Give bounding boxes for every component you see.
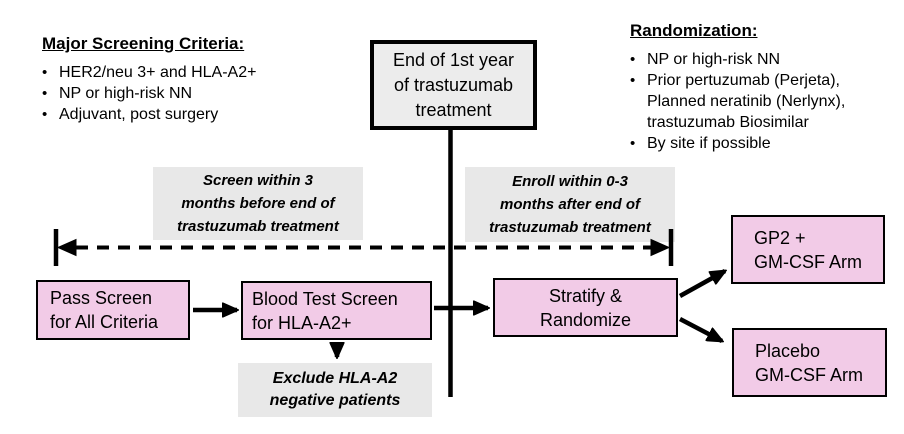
criteria-bullet-3-text: Adjuvant, post surgery <box>59 106 219 123</box>
criteria-bullet-1: • HER2/neu 3+ and HLA-A2+ <box>42 62 256 83</box>
screen-window-line-3: trastuzumab treatment <box>177 218 339 235</box>
bullet-icon: • <box>42 106 48 123</box>
randomization-bullet-1-text: NP or high-risk NN <box>647 51 781 68</box>
bullet-icon: • <box>42 85 48 102</box>
randomization-heading: Randomization: <box>630 21 758 40</box>
pass-screen-line-2: for All Criteria <box>50 312 159 332</box>
timeline-left-arrowhead-icon <box>56 238 77 257</box>
bullet-icon: • <box>42 64 48 81</box>
exclude-line-2: negative patients <box>269 392 401 409</box>
arrow-stratify-to-placebo <box>678 317 722 343</box>
bullet-icon: • <box>630 72 636 89</box>
gp2-arm-box: GP2 + GM-CSF Arm <box>731 215 885 284</box>
exclude-line-1: Exclude HLA-A2 <box>272 370 398 387</box>
major-screening-criteria-heading: Major Screening Criteria: <box>42 34 245 53</box>
criteria-bullet-2: • NP or high-risk NN <box>42 83 256 104</box>
end-box-line-3: treatment <box>415 99 492 120</box>
randomization-bullet-2-line-1: Prior pertuzumab (Perjeta), <box>647 72 840 89</box>
criteria-bullet-1-text: HER2/neu 3+ and HLA-A2+ <box>59 64 257 81</box>
enroll-window-label: Enroll within 0-3 months after end of tr… <box>465 167 675 242</box>
gp2-arm-line-1: GP2 + <box>754 227 806 248</box>
blood-test-line-1: Blood Test Screen <box>252 288 398 309</box>
stratify-line-2: Randomize <box>539 309 632 330</box>
placebo-arm-box: Placebo GM-CSF Arm <box>732 328 887 397</box>
end-of-first-year-box: End of 1st year of trastuzumab treatment <box>370 40 537 130</box>
randomization-panel: Randomization: • NP or high-risk NN • Pr… <box>630 20 845 154</box>
criteria-bullet-2-text: NP or high-risk NN <box>59 85 193 102</box>
arrow-stratify-to-gp2 <box>678 269 725 298</box>
gp2-arm-line-2: GM-CSF Arm <box>754 251 862 272</box>
randomization-bullet-2-line-3: trastuzumab Biosimilar <box>647 114 809 131</box>
enroll-window-line-3: trastuzumab treatment <box>489 219 651 236</box>
end-box-line-2: of trastuzumab <box>393 74 514 95</box>
placebo-arm-line-2: GM-CSF Arm <box>755 364 863 385</box>
criteria-bullet-3: • Adjuvant, post surgery <box>42 104 256 125</box>
randomization-bullet-3-text: By site if possible <box>647 135 771 152</box>
enroll-window-line-2: months after end of <box>499 196 640 213</box>
screen-window-label: Screen within 3 months before end of tra… <box>153 167 363 240</box>
bullet-icon: • <box>630 51 636 68</box>
placebo-arm-line-1: Placebo <box>755 340 821 361</box>
end-box-line-1: End of 1st year <box>392 49 515 70</box>
pass-screen-box: Pass Screen for All Criteria <box>36 280 190 340</box>
blood-test-screen-box: Blood Test Screen for HLA-A2+ <box>241 281 432 340</box>
randomization-bullet-2-text: Prior pertuzumab (Perjeta), Planned nera… <box>647 70 845 133</box>
randomization-bullet-1: • NP or high-risk NN <box>630 49 845 70</box>
randomization-bullet-2-line-2: Planned neratinib (Nerlynx), <box>647 93 846 110</box>
screen-window-line-1: Screen within 3 <box>202 172 314 189</box>
enroll-window-line-1: Enroll within 0-3 <box>512 173 628 190</box>
pass-screen-line-1: Pass Screen <box>50 288 153 308</box>
bullet-icon: • <box>630 135 636 152</box>
blood-test-line-2: for HLA-A2+ <box>252 312 352 333</box>
randomization-bullet-2: • Prior pertuzumab (Perjeta), Planned ne… <box>630 70 845 133</box>
randomization-bullet-3: • By site if possible <box>630 133 845 154</box>
stratify-line-1: Stratify & <box>548 285 623 306</box>
major-screening-criteria-panel: Major Screening Criteria: • HER2/neu 3+ … <box>42 33 256 125</box>
stratify-randomize-box: Stratify & Randomize <box>493 278 678 337</box>
screen-window-line-2: months before end of <box>181 195 335 212</box>
exclude-hla-a2-label: Exclude HLA-A2 negative patients <box>238 363 432 417</box>
